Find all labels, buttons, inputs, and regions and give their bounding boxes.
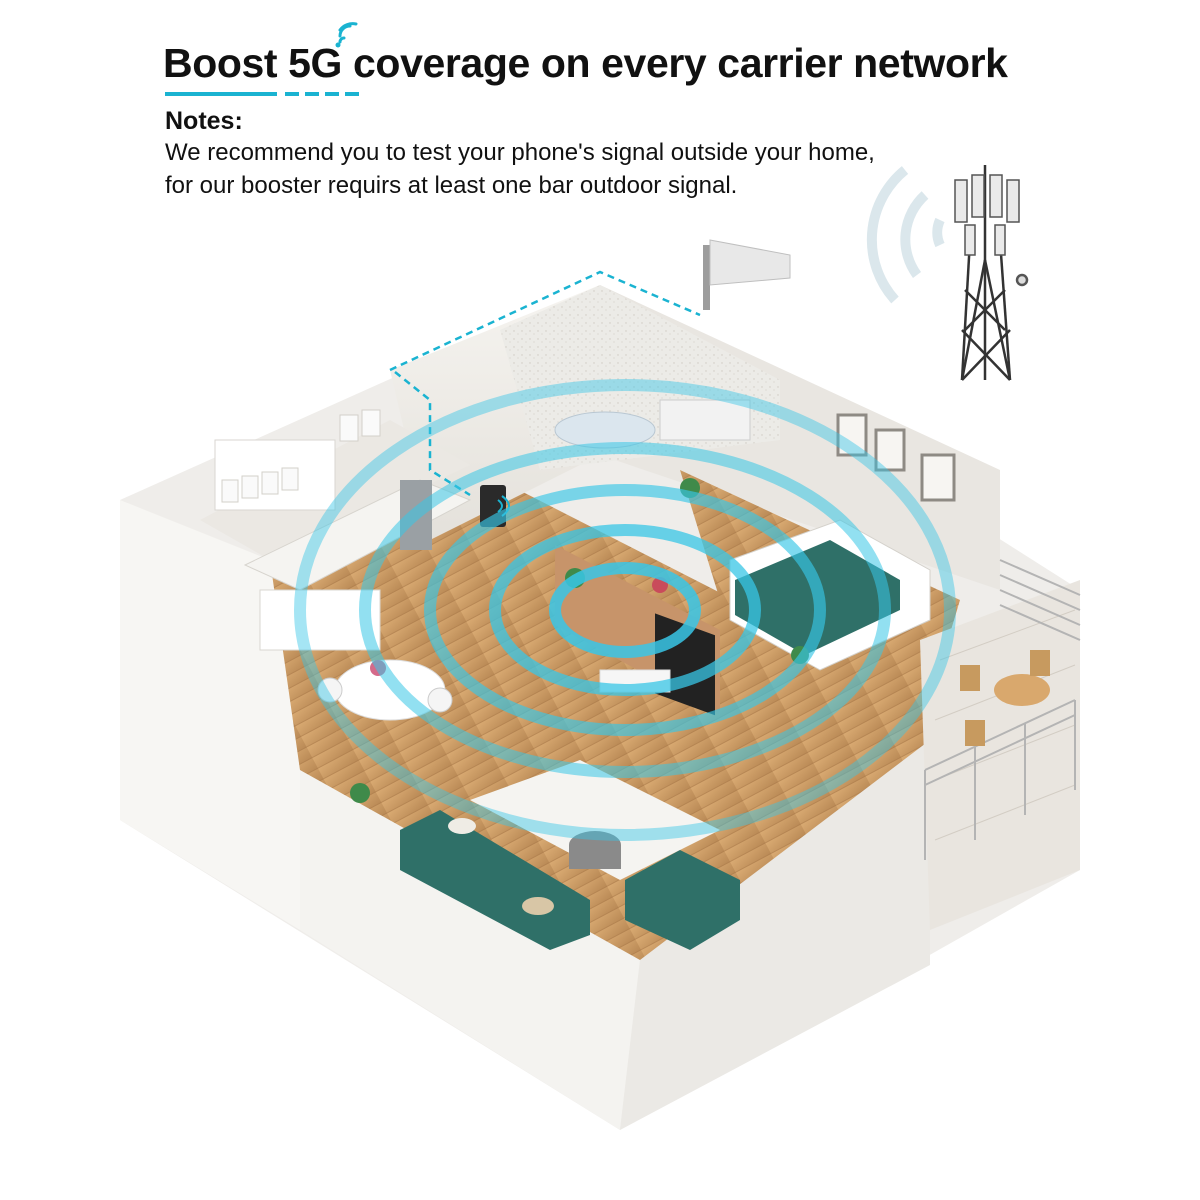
cushion <box>522 897 554 915</box>
wall-frames <box>836 413 956 502</box>
notes-line-2: for our booster requirs at least one bar… <box>165 172 738 199</box>
sofa <box>400 810 590 950</box>
balcony-table <box>994 674 1050 706</box>
page-title: Boost 5G coverage on every carrier netwo… <box>163 40 1008 86</box>
wifi-signal-icon <box>335 22 358 48</box>
notes-heading: Notes: <box>165 107 243 135</box>
balcony-railing <box>924 559 1081 860</box>
front-wall-right <box>620 740 930 1130</box>
dining-chair <box>317 677 343 703</box>
bathroom-vanity <box>659 399 751 441</box>
coverage-waves <box>294 379 956 841</box>
armchair <box>625 850 740 950</box>
front-wall-left <box>120 500 300 930</box>
notes-line-1: We recommend you to test your phone's si… <box>165 139 875 166</box>
cell-tower-icon <box>954 165 1029 381</box>
front-wall-bottom <box>300 770 640 1130</box>
balcony-chairs <box>960 650 1050 746</box>
title-underline <box>165 92 359 96</box>
cable-route <box>389 270 701 372</box>
lounge-rug <box>470 760 720 880</box>
tower-signal-waves <box>866 166 945 304</box>
outdoor-antenna-icon <box>703 239 791 310</box>
